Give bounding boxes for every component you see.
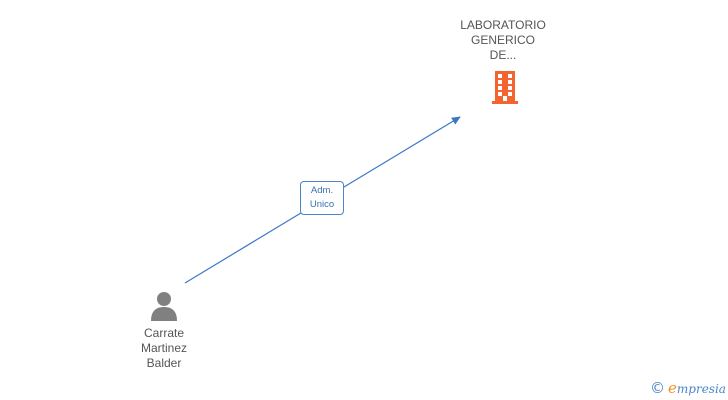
company-node-label[interactable]: LABORATORIO GENERICO DE... [443,18,563,63]
company-name-line-2: GENERICO [470,33,535,47]
brand-logo: empresia [668,379,726,397]
brand-first-letter: e [668,379,677,397]
relation-role-badge[interactable]: Adm. Unico [300,181,344,215]
copyright-icon: © [650,378,665,397]
brand-name-rest: mpresia [676,382,726,396]
relation-role-line-2: Unico [309,199,335,210]
relation-role-line-1: Adm. [310,185,334,196]
brand-watermark: © empresia [650,378,726,398]
company-name-line-1: LABORATORIO [460,18,546,32]
person-node-label[interactable]: Carrate Martinez Balder [112,326,216,371]
person-name-line-2: Martinez [140,341,187,355]
person-name-line-1: Carrate [143,326,184,340]
person-name-line-3: Balder [146,356,182,370]
person-icon[interactable] [148,290,180,322]
building-icon[interactable] [489,69,521,105]
company-name-line-3: DE... [489,48,517,62]
